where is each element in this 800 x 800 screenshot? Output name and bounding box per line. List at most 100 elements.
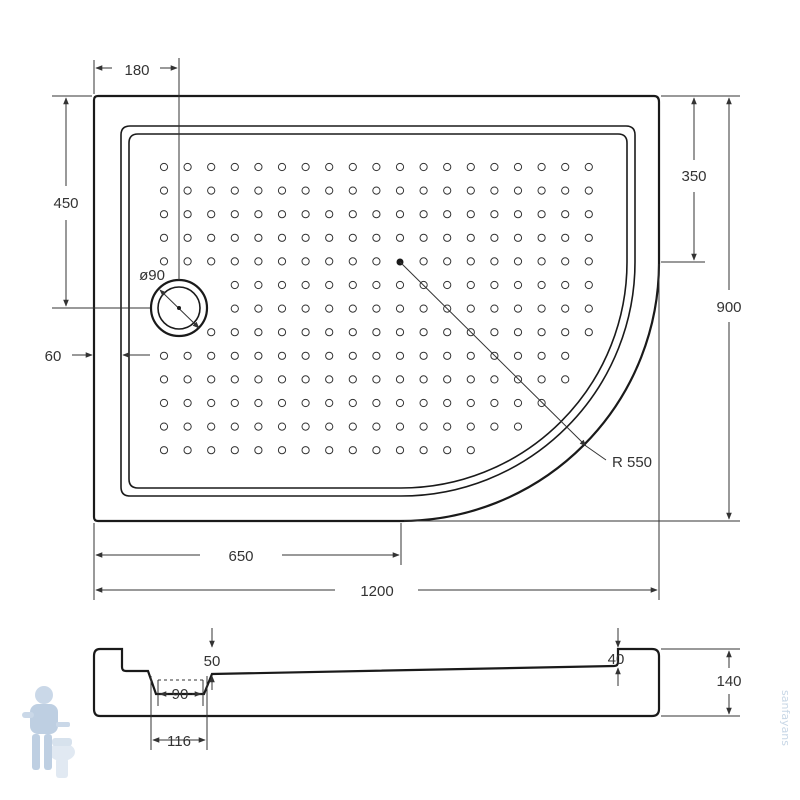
- anti-slip-hole: [537, 257, 546, 266]
- anti-slip-hole: [348, 375, 357, 384]
- anti-slip-hole: [159, 233, 169, 242]
- anti-slip-hole: [584, 328, 593, 337]
- anti-slip-hole: [466, 375, 475, 384]
- anti-slip-hole: [419, 398, 428, 408]
- anti-slip-hole: [561, 351, 570, 360]
- anti-slip-hole: [277, 280, 287, 290]
- anti-slip-hole: [419, 210, 428, 219]
- anti-slip-hole: [537, 162, 546, 172]
- anti-slip-hole: [207, 233, 216, 242]
- anti-slip-hole: [301, 328, 310, 337]
- anti-slip-hole: [490, 186, 499, 195]
- anti-slip-hole: [325, 446, 334, 455]
- anti-slip-hole: [443, 304, 452, 313]
- anti-slip-hole: [513, 328, 523, 337]
- anti-slip-hole: [513, 233, 523, 242]
- anti-slip-hole: [490, 398, 499, 408]
- anti-slip-hole: [490, 328, 499, 337]
- anti-slip-hole: [466, 210, 475, 219]
- anti-slip-hole: [207, 351, 216, 360]
- anti-slip-hole: [277, 210, 287, 219]
- anti-slip-hole: [395, 186, 405, 195]
- anti-slip-hole: [561, 328, 570, 337]
- anti-slip-hole: [395, 328, 405, 337]
- anti-slip-hole: [419, 186, 428, 195]
- anti-slip-hole: [159, 257, 169, 266]
- anti-slip-hole: [325, 186, 334, 195]
- anti-slip-hole: [466, 186, 475, 195]
- anti-slip-hole: [490, 422, 499, 431]
- anti-slip-hole: [561, 233, 570, 242]
- anti-slip-hole: [443, 328, 452, 337]
- anti-slip-hole: [183, 186, 192, 195]
- tray-outline: [92, 94, 661, 523]
- anti-slip-hole: [230, 162, 239, 172]
- anti-slip-hole: [254, 422, 263, 431]
- anti-slip-hole: [537, 351, 546, 360]
- dim-label-90: 90: [172, 686, 189, 703]
- anti-slip-hole: [277, 304, 287, 313]
- drain-inner-ring: [157, 286, 201, 330]
- anti-slip-hole: [301, 351, 310, 360]
- anti-slip-hole: [419, 162, 428, 172]
- anti-slip-hole: [419, 422, 428, 431]
- anti-slip-hole: [183, 233, 192, 242]
- radius-line: [399, 261, 587, 447]
- anti-slip-hole: [301, 210, 310, 219]
- anti-slip-hole: [159, 375, 169, 384]
- anti-slip-hole: [348, 351, 357, 360]
- anti-slip-hole: [183, 446, 192, 455]
- anti-slip-hole: [277, 186, 287, 195]
- anti-slip-hole: [183, 257, 192, 266]
- anti-slip-hole: [348, 162, 357, 172]
- anti-slip-hole: [372, 233, 381, 242]
- anti-slip-hole: [183, 398, 192, 408]
- anti-slip-hole: [325, 257, 334, 266]
- anti-slip-hole: [419, 233, 428, 242]
- anti-slip-hole: [348, 280, 357, 290]
- anti-slip-hole: [395, 398, 405, 408]
- anti-slip-hole: [537, 210, 546, 219]
- anti-slip-hole: [230, 375, 239, 384]
- anti-slip-hole: [348, 398, 357, 408]
- anti-slip-hole: [513, 186, 523, 195]
- anti-slip-hole: [254, 257, 263, 266]
- anti-slip-hole: [159, 162, 169, 172]
- anti-slip-hole: [159, 351, 169, 360]
- anti-slip-hole: [301, 446, 310, 455]
- anti-slip-hole: [513, 422, 523, 431]
- anti-slip-hole: [584, 210, 593, 219]
- anti-slip-hole: [513, 351, 523, 360]
- anti-slip-hole: [301, 186, 310, 195]
- anti-slip-hole: [348, 304, 357, 313]
- anti-slip-hole: [230, 210, 239, 219]
- anti-slip-hole: [443, 280, 452, 290]
- anti-slip-hole: [159, 210, 169, 219]
- anti-slip-hole: [230, 422, 239, 431]
- dim-label-650: 650: [228, 548, 253, 565]
- anti-slip-hole: [513, 280, 523, 290]
- dim-label-350: 350: [681, 168, 706, 185]
- anti-slip-hole: [561, 375, 570, 384]
- anti-slip-hole: [183, 162, 192, 172]
- anti-slip-hole: [183, 375, 192, 384]
- anti-slip-hole: [254, 351, 263, 360]
- anti-slip-hole: [466, 257, 475, 266]
- anti-slip-hole: [395, 304, 405, 313]
- anti-slip-hole: [301, 398, 310, 408]
- anti-slip-hole: [277, 398, 287, 408]
- anti-slip-hole: [372, 398, 381, 408]
- anti-slip-hole: [466, 328, 475, 337]
- anti-slip-hole: [301, 304, 310, 313]
- anti-slip-hole: [443, 162, 452, 172]
- anti-slip-hole: [372, 257, 381, 266]
- anti-slip-hole: [537, 375, 546, 384]
- anti-slip-hole: [490, 257, 499, 266]
- anti-slip-hole: [254, 446, 263, 455]
- anti-slip-hole: [443, 398, 452, 408]
- anti-slip-hole: [466, 398, 475, 408]
- dim-label-450: 450: [53, 195, 78, 212]
- anti-slip-hole: [466, 280, 475, 290]
- anti-slip-hole: [395, 351, 405, 360]
- anti-slip-hole: [537, 186, 546, 195]
